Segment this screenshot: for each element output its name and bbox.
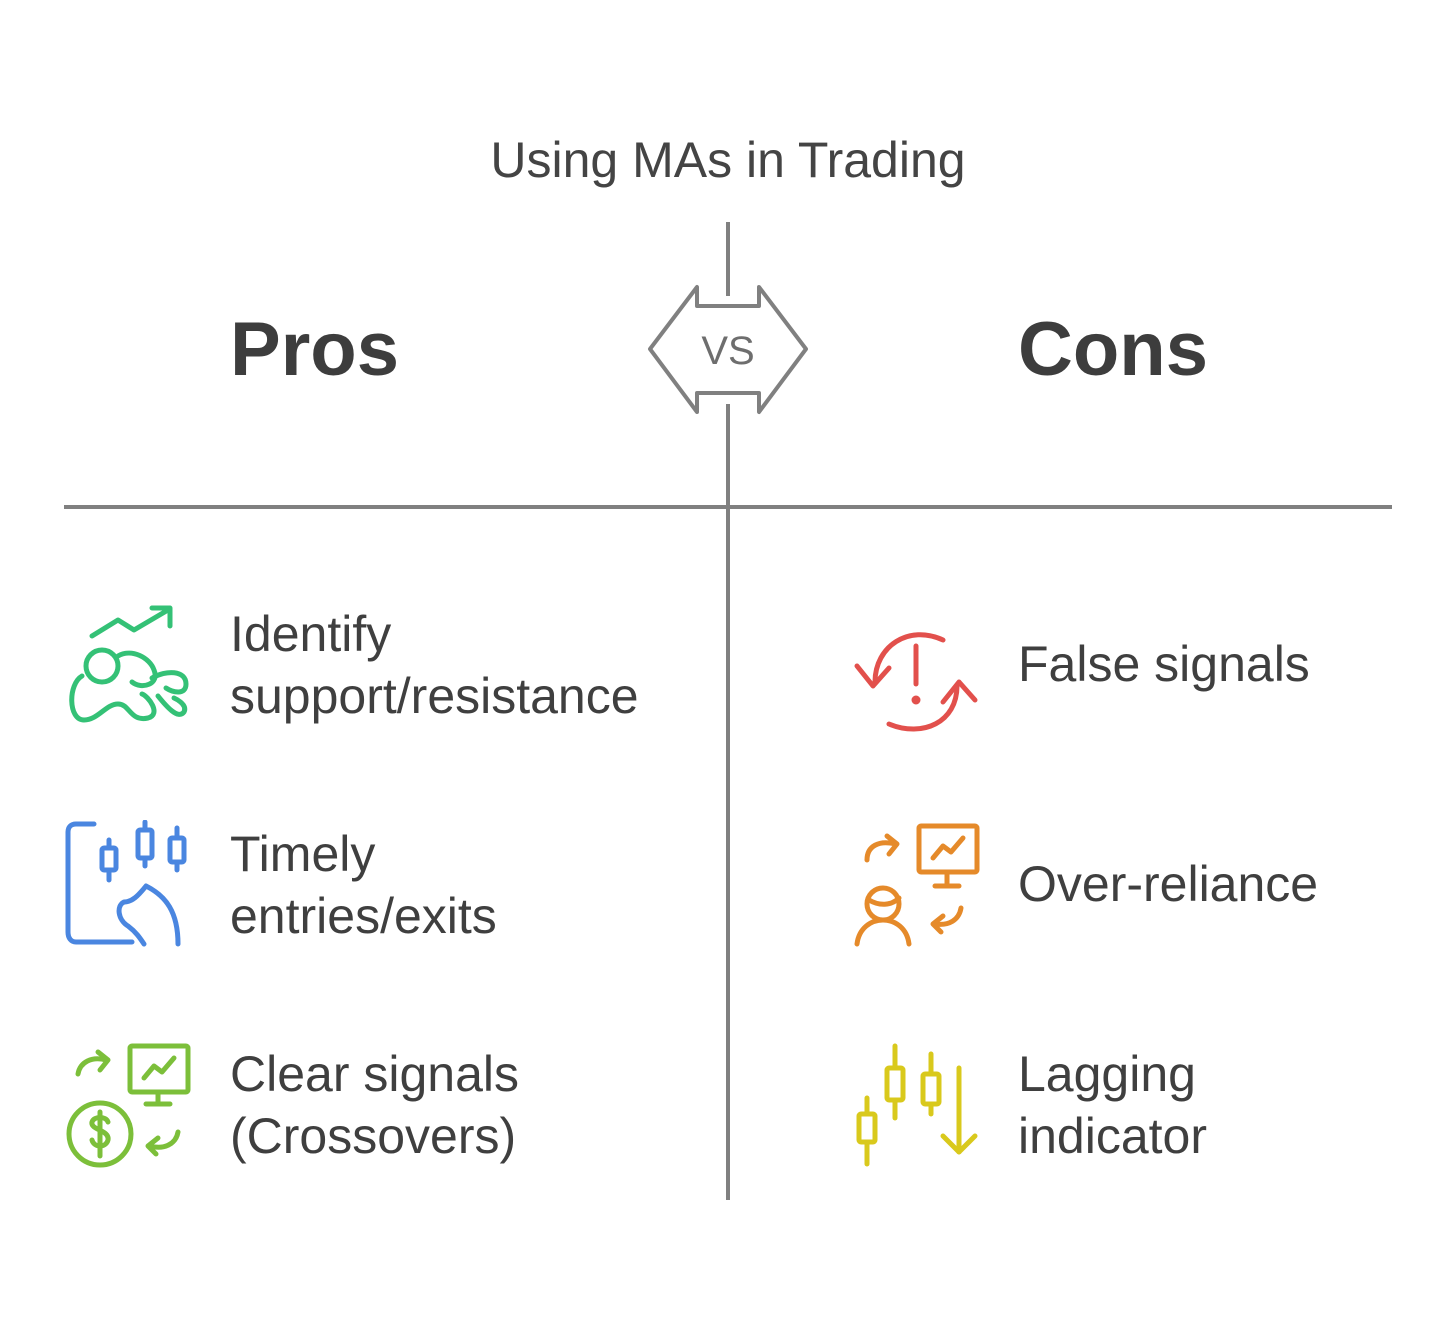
diagram-title: Using MAs in Trading bbox=[490, 132, 966, 188]
pros-item-3-text: Clear signals (Crossovers) bbox=[230, 1046, 520, 1164]
pros-item-1-text: Identify support/resistance bbox=[230, 606, 639, 724]
vs-label: VS bbox=[701, 329, 754, 373]
pros-heading: Pros bbox=[230, 307, 399, 392]
candlestick-down-arrow-icon bbox=[856, 1043, 978, 1167]
vs-badge: VS bbox=[648, 285, 808, 414]
trend-chart-person-icon bbox=[69, 605, 189, 723]
person-chart-exchange-icon bbox=[854, 823, 980, 947]
cons-heading: Cons bbox=[1018, 307, 1208, 392]
cons-item-2-text: Over-reliance bbox=[1018, 856, 1319, 912]
phone-candlestick-icon bbox=[65, 820, 187, 947]
money-chart-exchange-icon bbox=[66, 1043, 191, 1168]
cons-item-1-text: False signals bbox=[1018, 636, 1310, 692]
warning-cycle-icon bbox=[854, 632, 978, 732]
pros-item-2-text: Timely entries/exits bbox=[230, 826, 497, 944]
cons-item-3-text: Lagging indicator bbox=[1018, 1046, 1207, 1164]
